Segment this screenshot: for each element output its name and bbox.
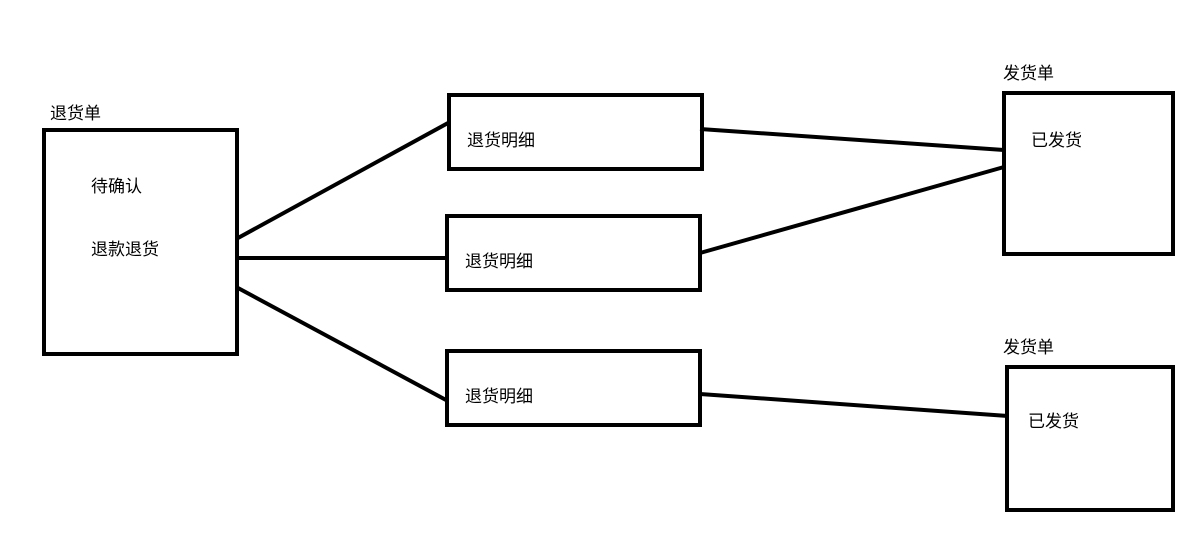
return-order-status-pending: 待确认: [91, 177, 142, 197]
connector-detail-2-to-shipping-1: [699, 165, 1005, 255]
return-detail-label-3: 退货明细: [465, 387, 533, 407]
shipping-order-title-2: 发货单: [1003, 338, 1054, 358]
return-detail-label-2: 退货明细: [465, 252, 533, 272]
return-detail-label-1: 退货明细: [467, 131, 535, 151]
shipping-order-box-1: [1002, 91, 1175, 256]
shipping-order-status-2: 已发货: [1028, 412, 1079, 432]
shipping-order-status-1: 已发货: [1031, 131, 1082, 151]
return-detail-box-3: [445, 349, 702, 427]
return-detail-box-2: [445, 214, 702, 292]
return-order-title: 退货单: [50, 104, 101, 124]
connector-return-to-detail-1: [237, 121, 449, 240]
connector-return-to-detail-3: [237, 286, 447, 402]
connector-detail-1-to-shipping-1: [699, 127, 1005, 152]
return-order-refund-return: 退款退货: [91, 240, 159, 260]
shipping-order-box-2: [1005, 365, 1175, 512]
connector-detail-3-to-shipping-2: [699, 392, 1009, 418]
shipping-order-title-1: 发货单: [1003, 64, 1054, 84]
return-order-box: [42, 128, 239, 356]
return-detail-box-1: [447, 93, 704, 171]
